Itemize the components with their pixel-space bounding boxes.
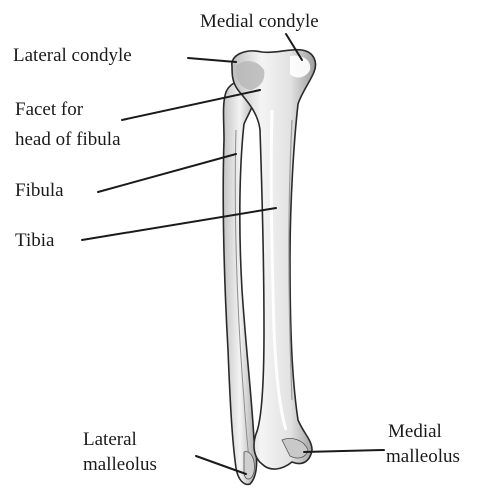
label-medial-condyle: Medial condyle [200, 11, 319, 32]
medial-condyle-text: Medial condyle [200, 11, 319, 32]
label-tibia: Tibia [15, 230, 54, 251]
fibula-bone [223, 82, 256, 485]
leader-line-tibia [82, 208, 276, 240]
label-facet-for-head-of-fibula: Facet for head of fibula [15, 99, 121, 150]
facet-text-line1: Facet for [15, 99, 121, 120]
leader-line-lateral-condyle [188, 58, 236, 62]
label-lateral-condyle: Lateral condyle [13, 45, 132, 66]
lateral-condyle-text: Lateral condyle [13, 45, 132, 66]
leader-line-fibula [98, 154, 236, 192]
label-medial-malleolus: Medial malleolus [386, 421, 460, 467]
facet-text-line2: head of fibula [15, 129, 121, 150]
fibula-text: Fibula [15, 180, 64, 201]
tibia-text: Tibia [15, 230, 54, 251]
leader-line-medial-malleolus [304, 450, 384, 452]
medial-malleolus-text-line1: Medial [386, 421, 460, 442]
medial-malleolus-text-line2: malleolus [386, 446, 460, 467]
lateral-malleolus-text-line2: malleolus [83, 454, 157, 475]
label-lateral-malleolus: Lateral malleolus [83, 429, 157, 475]
lateral-malleolus-text-line1: Lateral [83, 429, 157, 450]
label-fibula: Fibula [15, 180, 64, 201]
